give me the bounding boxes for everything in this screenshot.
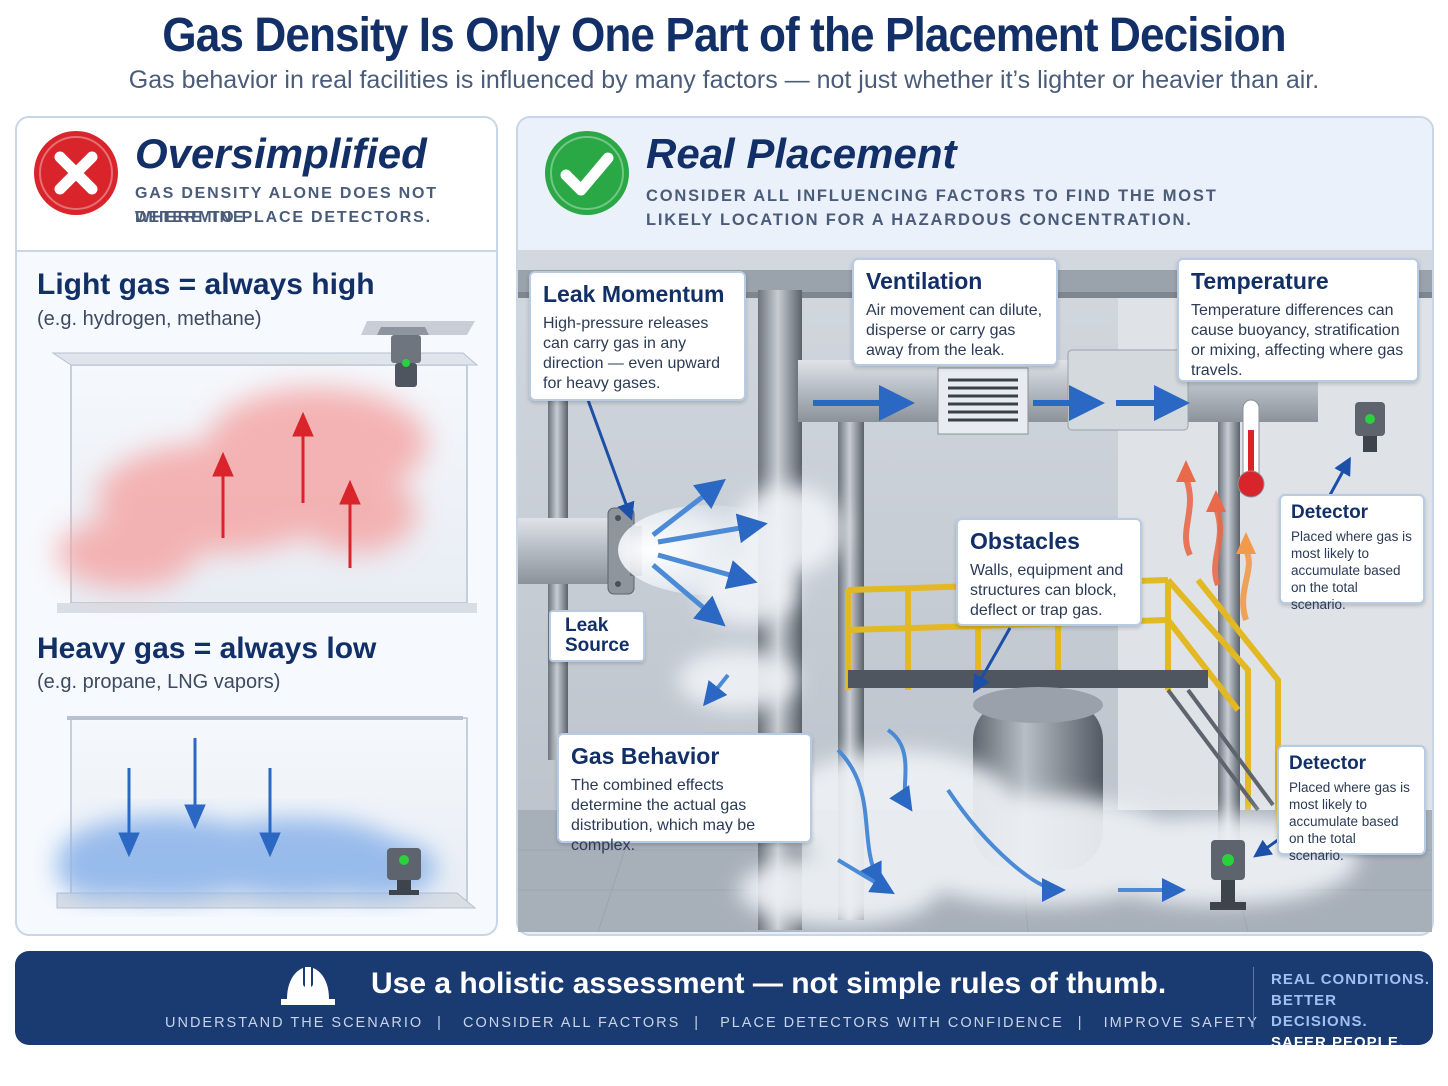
detector-lower-title: Detector (1289, 753, 1367, 774)
upper-detector-icon (1355, 402, 1385, 452)
heavy-gas-title: Heavy gas = always low (37, 632, 377, 665)
oversimplified-heading: Oversimplified (135, 130, 427, 177)
ventilation-body: Air movement can dilute, disperse or car… (866, 302, 1043, 359)
page-title: Gas Density Is Only One Part of the Plac… (162, 9, 1286, 62)
lower-detector-icon (1210, 840, 1246, 910)
footer-divider (1253, 967, 1254, 1029)
callout-obstacles: Obstacles Walls, equipment and structure… (956, 518, 1142, 626)
callout-detector-upper: Detector Placed where gas is most likely… (1279, 494, 1425, 612)
footer-main-text: Use a holistic assessment — not simple r… (371, 967, 1167, 1000)
leak-momentum-body: High-pressure releases can carry gas in … (543, 315, 720, 392)
oversimplified-panel: Oversimplified GAS DENSITY ALONE DOES NO… (15, 116, 498, 936)
ceiling-detector-icon (361, 321, 475, 387)
leak-source-label: Leak Source (549, 610, 646, 662)
light-gas-example: (e.g. hydrogen, methane) (37, 308, 262, 330)
heavy-gas-example: (e.g. propane, LNG vapors) (37, 671, 281, 693)
real-placement-header: Real Placement CONSIDER ALL INFLUENCING … (518, 118, 1432, 252)
real-placement-sub-line1: CONSIDER ALL INFLUENCING FACTORS TO FIND… (646, 187, 1218, 205)
gas-behavior-body: The combined effects determine the actua… (571, 777, 756, 854)
callout-ventilation: Ventilation Air movement can dilute, dis… (852, 258, 1058, 366)
callout-detector-lower: Detector Placed where gas is most likely… (1277, 745, 1426, 863)
detector-upper-body: Placed where gas is most likely to accum… (1291, 529, 1412, 612)
gas-behavior-title: Gas Behavior (571, 743, 720, 769)
temperature-title: Temperature (1191, 268, 1329, 294)
obstacles-title: Obstacles (970, 528, 1080, 554)
leak-source-line1: Leak (565, 615, 609, 636)
footer-side-line1: REAL CONDITIONS. (1271, 971, 1431, 988)
x-circle-icon (33, 130, 119, 216)
check-circle-icon (544, 130, 630, 216)
oversimplified-sub-line1: GAS DENSITY ALONE DOES NOT DETERMINE (135, 185, 438, 226)
ventilation-title: Ventilation (866, 268, 983, 294)
light-gas-title: Light gas = always high (37, 268, 375, 301)
oversimplified-sub-line2: WHERE TO PLACE DETECTORS. (135, 209, 432, 226)
footer-side-line3: SAFER PEOPLE. (1271, 1034, 1405, 1051)
footer-side-line2: BETTER DECISIONS. (1271, 992, 1368, 1030)
real-placement-sub-line2: LIKELY LOCATION FOR A HAZARDOUS CONCENTR… (646, 211, 1193, 229)
temperature-body: Temperature differences can cause buoyan… (1191, 302, 1404, 379)
detector-upper-title: Detector (1291, 502, 1369, 523)
detector-lower-body: Placed where gas is most likely to accum… (1289, 780, 1410, 863)
light-gas-room-illustration (51, 321, 479, 613)
real-placement-heading: Real Placement (646, 130, 957, 177)
footer-step: PLACE DETECTORS WITH CONFIDENCE (720, 1015, 1064, 1031)
footer-steps: UNDERSTAND THE SCENARIO| CONSIDER ALL FA… (165, 1015, 1259, 1031)
callout-gas-behavior: Gas Behavior The combined effects determ… (557, 733, 812, 854)
blue-down-arrows (118, 738, 281, 858)
callout-leak-momentum: Leak Momentum High-pressure releases can… (529, 271, 746, 401)
footer-banner: Use a holistic assessment — not simple r… (15, 951, 1433, 1051)
obstacles-body: Walls, equipment and structures can bloc… (970, 562, 1124, 619)
footer-step: IMPROVE SAFETY (1103, 1015, 1259, 1031)
leak-source-line2: Source (565, 635, 630, 656)
floor-detector-icon (387, 848, 421, 895)
footer-step: UNDERSTAND THE SCENARIO (165, 1015, 424, 1031)
page-subtitle: Gas behavior in real facilities is influ… (128, 66, 1320, 94)
footer-step: CONSIDER ALL FACTORS (462, 1015, 681, 1031)
leak-momentum-title: Leak Momentum (543, 281, 725, 307)
oversimplified-header: Oversimplified GAS DENSITY ALONE DOES NO… (17, 118, 496, 252)
heavy-gas-room-illustration (56, 716, 477, 909)
callout-temperature: Temperature Temperature differences can … (1177, 258, 1419, 382)
hard-hat-icon (281, 965, 335, 1005)
thermometer-icon (1237, 399, 1265, 498)
footer-side-text: REAL CONDITIONS. BETTER DECISIONS. SAFER… (1271, 969, 1433, 1053)
red-up-arrows (212, 411, 361, 568)
